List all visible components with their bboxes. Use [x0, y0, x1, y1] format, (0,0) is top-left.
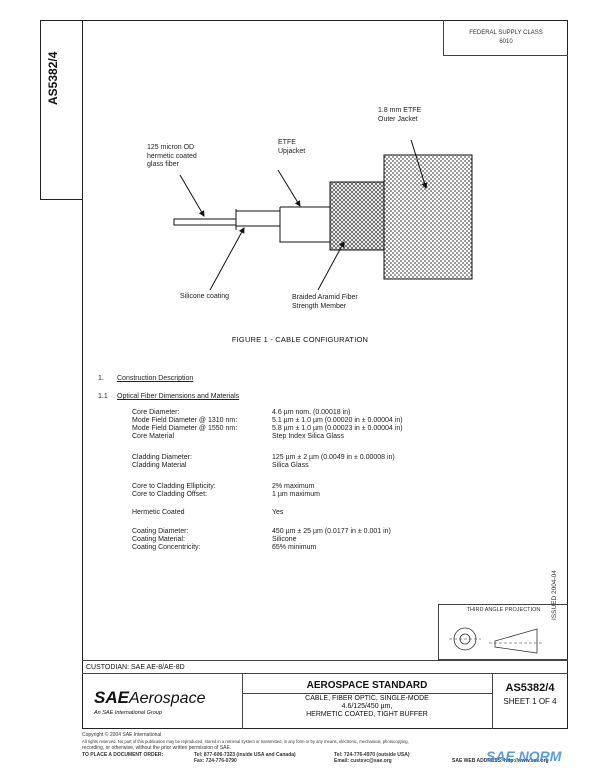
- fsc-label: FEDERAL SUPPLY CLASS: [469, 30, 543, 36]
- desc-line-2: 4.6/125/450 µm,: [341, 703, 393, 710]
- spec-label: Core Diameter:: [132, 409, 180, 416]
- figure-caption: FIGURE 1 - CABLE CONFIGURATION: [231, 335, 369, 344]
- section-1-1-number: 1.1: [98, 393, 108, 400]
- spec-value: 2% maximum: [272, 483, 315, 490]
- spec-value: Silicone: [272, 536, 297, 543]
- etfe-arrow: [277, 169, 301, 207]
- spec-value: 1 µm maximum: [272, 491, 320, 498]
- spec-value: Step Index Silica Glass: [272, 433, 344, 440]
- label-aramid-1: Braided Aramid Fiber: [292, 294, 358, 301]
- spec-value: 5.1 µm ± 1.0 µm (0.00020 in ± 0.00004 in…: [272, 417, 403, 424]
- footer-rights-2: recording, or otherwise, without the pri…: [82, 745, 232, 751]
- spec-value: 4.6 µm nom. (0.00018 in): [272, 409, 351, 416]
- fax: Fax: 724-776-0790: [194, 758, 237, 764]
- page-frame: [82, 20, 568, 729]
- spec-label: Cladding Material: [132, 462, 187, 469]
- watermark: SAE NORM: [486, 748, 562, 764]
- outer-jacket-shape: [383, 154, 473, 280]
- spec-value: 5.8 µm ± 1.0 µm (0.00023 in ± 0.00004 in…: [272, 425, 403, 432]
- label-aramid: Braided Aramid Fiber Strength Member: [292, 294, 358, 311]
- logo-tagline: An SAE International Group: [94, 710, 162, 716]
- spec-label: Coating Diameter:: [132, 528, 189, 535]
- spec-label: Cladding Diameter:: [132, 454, 192, 461]
- spec-label: Mode Field Diameter @ 1550 nm:: [132, 425, 238, 432]
- doc-number-vertical: AS5382/4: [46, 51, 60, 105]
- spec-value: 125 µm ± 2 µm (0.0049 in ± 0.00008 in): [272, 454, 395, 461]
- fsc-value: 6010: [499, 39, 513, 45]
- email: Email: custsvc@sae.org: [334, 758, 392, 764]
- spec-label: Mode Field Diameter @ 1310 nm:: [132, 417, 238, 424]
- spec-value: 65% minimum: [272, 544, 317, 551]
- federal-supply-class: FEDERAL SUPPLY CLASS 6010: [443, 20, 568, 56]
- logo-sae: SAE: [94, 688, 129, 707]
- spec-value: Yes: [272, 509, 284, 516]
- sae-logo: SAEAerospace An SAE International Group: [82, 674, 243, 729]
- aramid-shape: [329, 181, 385, 251]
- standard-cell: AEROSPACE STANDARD CABLE, FIBER OPTIC, S…: [242, 674, 493, 729]
- tel-usa: Tel: 877-606-7323 (inside USA and Canada…: [194, 751, 296, 758]
- spec-label: Hermetic Coated: [132, 509, 185, 516]
- spec-label: Core Material: [132, 433, 175, 440]
- spec-label: Core to Cladding Offset:: [132, 491, 207, 498]
- footer-rights-1: All rights reserved. No part of this pub…: [82, 738, 409, 744]
- custodian-row: CUSTODIAN: SAE AE-8/AE-8D: [82, 660, 568, 674]
- spec-label: Coating Concentricity:: [132, 544, 201, 551]
- spec-value: 450 µm ± 25 µm (0.0177 in ± 0.001 in): [272, 528, 391, 535]
- web-link[interactable]: SAE WEB ADDRESS: http://www.sae.org: [452, 758, 549, 764]
- silicone-arrow: [209, 227, 245, 290]
- glass-fiber-shape: [173, 218, 237, 226]
- footer-contact: TO PLACE A DOCUMENT ORDER: Tel: 877-606-…: [82, 752, 582, 765]
- cable-diagram: [173, 140, 473, 290]
- logo-text: SAEAerospace: [94, 688, 205, 708]
- sheet-number: SHEET 1 OF 4: [503, 697, 557, 706]
- spec-label: Core to Cladding Ellipticity:: [132, 483, 216, 490]
- label-etfe-upjacket: ETFE Upjacket: [278, 139, 305, 156]
- label-aramid-2: Strength Member: [292, 302, 347, 310]
- label-etfe-2: Upjacket: [278, 147, 306, 155]
- order-label: TO PLACE A DOCUMENT ORDER:: [82, 751, 164, 758]
- doc-number-cell: AS5382/4 SHEET 1 OF 4: [492, 674, 568, 729]
- section-1-1-title: Optical Fiber Dimensions and Materials: [117, 393, 240, 400]
- label-fiber-2: hermetic coated: [147, 152, 197, 160]
- projection-title: THIRD ANGLE PROJECTION: [466, 607, 541, 613]
- fiber-arrow: [179, 174, 205, 217]
- aramid-arrow: [317, 241, 345, 290]
- doc-number: AS5382/4: [505, 682, 555, 694]
- spec-label: Coating Material:: [132, 536, 185, 543]
- doc-number-strip: [40, 20, 82, 200]
- label-silicone: Silicone coating: [180, 293, 230, 300]
- standard-desc: CABLE, FIBER OPTIC, SINGLE-MODE 4.6/125/…: [242, 695, 492, 719]
- label-outer-jacket: 1.8 mm ETFE Outer Jacket: [378, 107, 421, 124]
- jacket-arrow: [410, 140, 428, 189]
- logo-aerospace: Aerospace: [128, 690, 206, 707]
- label-fiber-3: glass fiber: [147, 161, 179, 168]
- section-1-number: 1.: [98, 375, 104, 382]
- spec-value: Silica Glass: [272, 462, 309, 469]
- tel-outside: Tel: 724-776-4970 (outside USA): [334, 751, 410, 758]
- desc-line-1: CABLE, FIBER OPTIC, SINGLE-MODE: [305, 695, 429, 702]
- upjacket-outline: [279, 207, 330, 243]
- label-etfe-1: ETFE: [278, 139, 296, 146]
- label-fiber-1: 125 micron OD: [147, 144, 195, 151]
- title-block: SAEAerospace An SAE International Group …: [82, 674, 568, 729]
- section-1-title: Construction Description: [117, 375, 194, 382]
- label-jacket-2: Outer Jacket: [378, 115, 418, 123]
- label-glass-fiber: 125 micron OD hermetic coated glass fibe…: [147, 144, 197, 170]
- desc-line-3: HERMETIC COATED, TIGHT BUFFER: [306, 711, 428, 718]
- label-jacket-1: 1.8 mm ETFE: [378, 107, 422, 114]
- projection-box: THIRD ANGLE PROJECTION: [438, 604, 568, 660]
- footer-copyright: Copyright © 2004 SAE International: [82, 732, 162, 738]
- projection-symbol: [449, 627, 543, 654]
- footer: Copyright © 2004 SAE International All r…: [82, 732, 582, 765]
- standard-title: AEROSPACE STANDARD: [242, 680, 492, 694]
